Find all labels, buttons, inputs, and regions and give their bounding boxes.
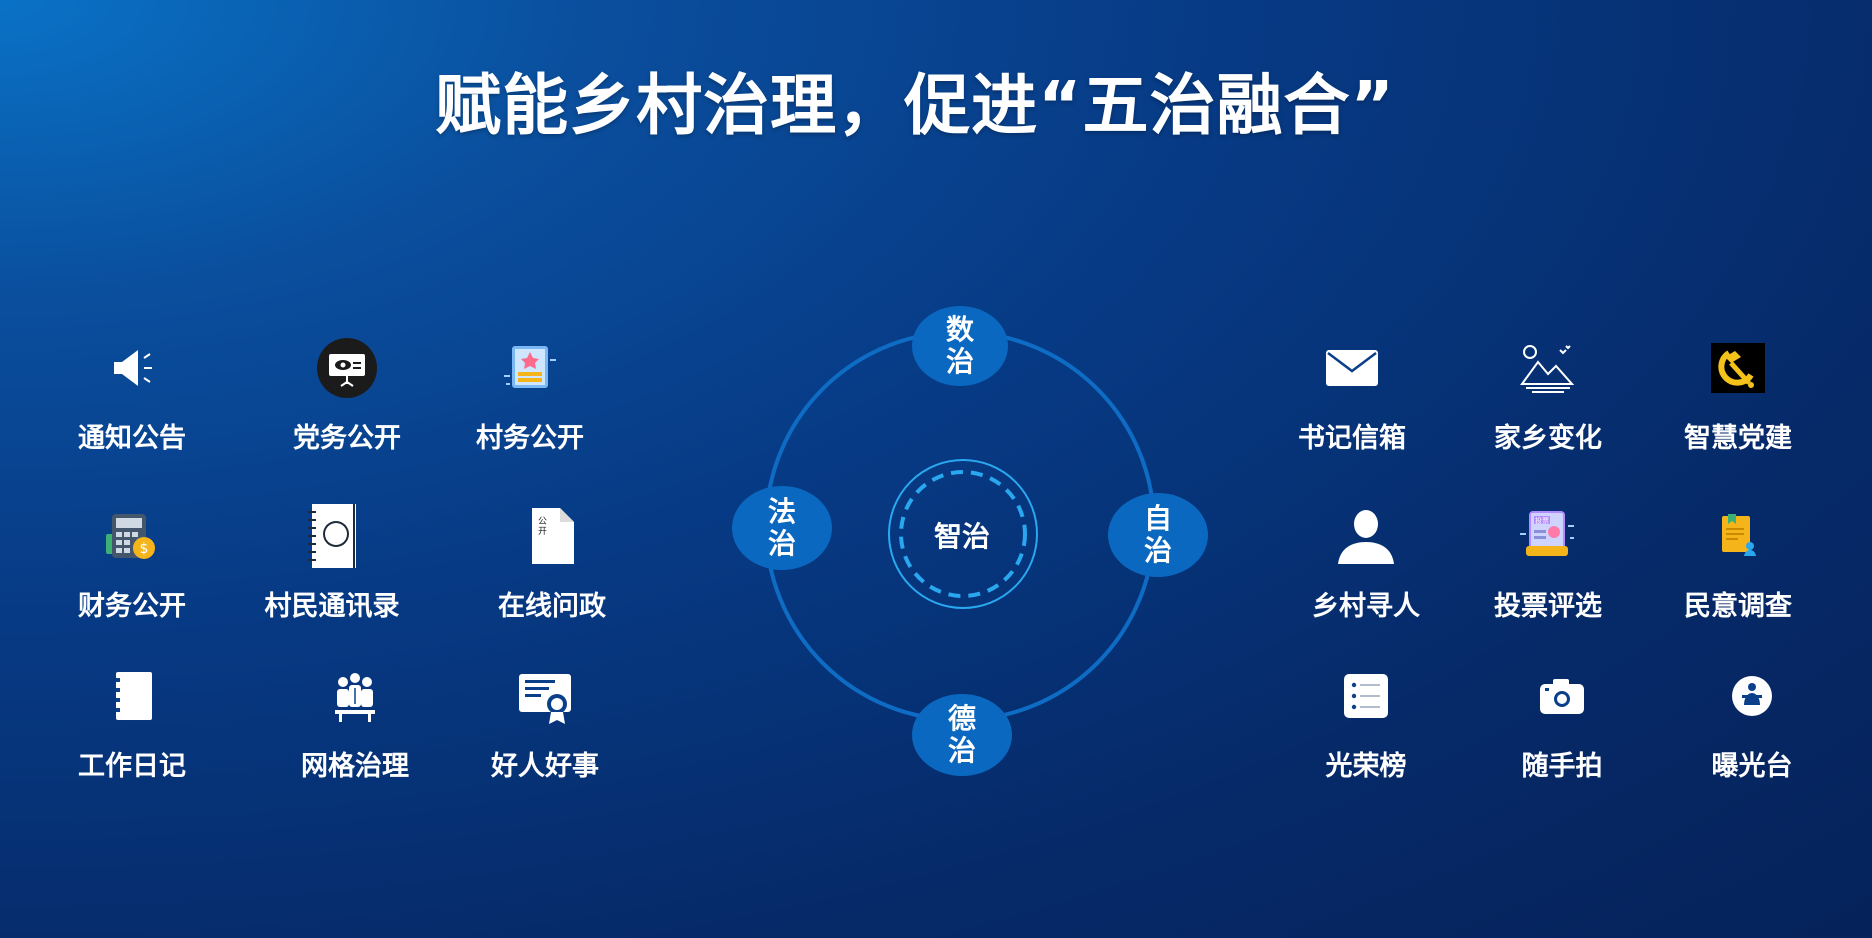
- feature-grid-governance[interactable]: 网格治理: [265, 656, 445, 783]
- page-title: 赋能乡村治理，促进“五治融合”: [435, 67, 1395, 144]
- feature-label: 智慧党建: [1684, 423, 1792, 454]
- survey-icon: [1648, 496, 1828, 576]
- svg-text:投票: 投票: [1535, 516, 1549, 525]
- feature-label: 村务公开: [476, 423, 584, 454]
- feature-honor-roll[interactable]: 光荣榜: [1276, 656, 1456, 783]
- calculator-coin-icon: $: [42, 496, 222, 576]
- center-smart-governance[interactable]: 智治: [934, 520, 991, 553]
- feature-smart-party-building[interactable]: 智慧党建: [1648, 328, 1828, 455]
- feature-snapshot[interactable]: 随手拍: [1472, 656, 1652, 783]
- feature-work-diary[interactable]: 工作日记: [42, 656, 222, 783]
- feature-label: 工作日记: [78, 751, 186, 782]
- feature-label: 好人好事: [491, 751, 599, 782]
- svg-text:公: 公: [538, 516, 547, 527]
- feature-label: 党务公开: [293, 423, 401, 454]
- center-dash-ring: [899, 470, 1027, 598]
- feature-notice[interactable]: 通知公告: [42, 328, 222, 455]
- center-ring: [888, 459, 1038, 609]
- feature-village-affairs[interactable]: 村务公开: [440, 328, 620, 455]
- megaphone-icon: [42, 328, 222, 408]
- notice-board-icon: [440, 328, 620, 408]
- feature-label: 书记信箱: [1298, 423, 1406, 454]
- feature-label: 财务公开: [78, 591, 186, 622]
- feature-finance[interactable]: $ 财务公开: [42, 496, 222, 623]
- feature-label: 投票评选: [1494, 591, 1602, 622]
- node-self-governance[interactable]: 自 治: [1108, 493, 1208, 577]
- people-grid-icon: [265, 656, 445, 736]
- svg-text:$: $: [140, 541, 149, 557]
- feature-label: 家乡变化: [1494, 423, 1602, 454]
- camera-icon: [1472, 656, 1652, 736]
- feature-label: 通知公告: [78, 423, 186, 454]
- feature-good-deeds[interactable]: 好人好事: [455, 656, 635, 783]
- node-label: 自 治: [1143, 502, 1172, 567]
- presentation-eye-icon: [257, 328, 437, 408]
- node-label: 数 治: [945, 313, 974, 378]
- feature-exposure[interactable]: 曝光台: [1662, 656, 1842, 783]
- feature-opinion-survey[interactable]: 民意调查: [1648, 496, 1828, 623]
- node-digital-governance[interactable]: 数 治: [912, 306, 1008, 386]
- feature-label: 光荣榜: [1325, 751, 1407, 782]
- feature-party-affairs[interactable]: 党务公开: [257, 328, 437, 455]
- address-book-icon: [242, 496, 422, 576]
- feature-label: 民意调查: [1684, 591, 1792, 622]
- ballot-icon: 投票: [1458, 496, 1638, 576]
- party-emblem-icon: [1648, 328, 1828, 408]
- certificate-icon: [455, 656, 635, 736]
- feature-hometown-changes[interactable]: 家乡变化: [1458, 328, 1638, 455]
- feature-label: 网格治理: [301, 751, 409, 782]
- feature-label: 在线问政: [498, 591, 606, 622]
- feature-label: 随手拍: [1521, 751, 1603, 782]
- node-label: 德 治: [947, 702, 976, 767]
- feature-address-book[interactable]: 村民通讯录: [242, 496, 422, 623]
- node-rule-of-law[interactable]: 法 治: [732, 486, 832, 570]
- feature-secretary-mailbox[interactable]: 书记信箱: [1262, 328, 1442, 455]
- five-governance-diagram: 数 治 法 治 自 治 德 治 智治: [720, 300, 1208, 780]
- document-icon: 公 开: [462, 496, 642, 576]
- feature-label: 曝光台: [1711, 751, 1793, 782]
- exposure-icon: [1662, 656, 1842, 736]
- person-icon: [1276, 496, 1456, 576]
- landscape-icon: [1458, 328, 1638, 408]
- list-board-icon: [1276, 656, 1456, 736]
- feature-label: 乡村寻人: [1312, 591, 1420, 622]
- svg-text:开: 开: [538, 526, 547, 537]
- feature-voting[interactable]: 投票 投票评选: [1458, 496, 1638, 623]
- node-label: 法 治: [767, 495, 796, 560]
- notebook-icon: [42, 656, 222, 736]
- node-moral-governance[interactable]: 德 治: [912, 694, 1012, 776]
- envelope-icon: [1262, 328, 1442, 408]
- feature-online-inquiry[interactable]: 公 开 在线问政: [462, 496, 642, 623]
- feature-label: 村民通讯录: [264, 591, 400, 622]
- feature-find-people[interactable]: 乡村寻人: [1276, 496, 1456, 623]
